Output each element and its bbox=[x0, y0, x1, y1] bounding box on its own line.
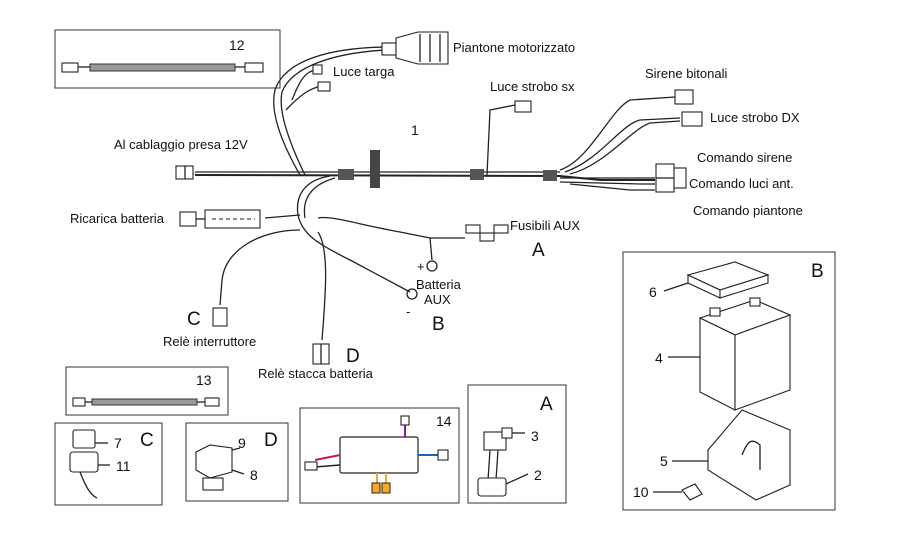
part-number-11: 11 bbox=[116, 458, 131, 474]
part-number-8: 8 bbox=[250, 467, 258, 483]
main-harness bbox=[175, 31, 703, 365]
fuse-module-box bbox=[299, 407, 460, 504]
label-aux: AUX bbox=[424, 292, 451, 307]
part-number-6: 6 bbox=[649, 284, 657, 300]
label-rele-stacca: Relè stacca batteria bbox=[258, 366, 374, 381]
fuse-holder-a-box bbox=[467, 384, 567, 504]
cable-12-box bbox=[54, 29, 281, 89]
part-number-2: 2 bbox=[534, 467, 542, 483]
label-minus: - bbox=[406, 304, 410, 319]
label-strobo-sx: Luce strobo sx bbox=[490, 79, 575, 94]
part-number-7: 7 bbox=[114, 435, 122, 451]
letter-a-main: A bbox=[532, 240, 545, 261]
letter-c-box: C bbox=[140, 430, 154, 451]
label-comando-sirene: Comando sirene bbox=[697, 150, 792, 165]
part-number-3: 3 bbox=[531, 428, 539, 444]
label-comando-luci: Comando luci ant. bbox=[689, 176, 794, 191]
letter-b-main: B bbox=[432, 314, 445, 335]
part-number-1: 1 bbox=[411, 122, 419, 138]
letter-b-box: B bbox=[811, 261, 824, 282]
letter-d-main: D bbox=[346, 346, 360, 367]
part-number-4: 4 bbox=[655, 350, 663, 366]
part-number-13: 13 bbox=[196, 372, 212, 388]
labels: Piantone motorizzato Luce targa Luce str… bbox=[70, 40, 803, 381]
label-rele-interr: Relè interruttore bbox=[163, 334, 256, 349]
piantone-connector bbox=[381, 31, 449, 65]
part-number-9: 9 bbox=[238, 435, 246, 451]
label-ricarica: Ricarica batteria bbox=[70, 211, 165, 226]
part-number-12: 12 bbox=[229, 37, 245, 53]
cable-13-box bbox=[65, 366, 229, 416]
label-cablaggio: Al cablaggio presa 12V bbox=[114, 137, 248, 152]
label-comando-piantone: Comando piantone bbox=[693, 203, 803, 218]
label-fusibili: Fusibili AUX bbox=[510, 218, 580, 233]
relay-d-box bbox=[185, 422, 289, 502]
part-number-10: 10 bbox=[633, 484, 649, 500]
label-piantone: Piantone motorizzato bbox=[453, 40, 575, 55]
label-strobo-dx: Luce strobo DX bbox=[710, 110, 800, 125]
label-sirene: Sirene bitonali bbox=[645, 66, 727, 81]
label-plus: + bbox=[417, 259, 425, 274]
letter-c-main: C bbox=[187, 309, 201, 330]
part-number-14: 14 bbox=[436, 413, 452, 429]
letter-a-box: A bbox=[540, 394, 553, 415]
part-numbers: 1 2 3 4 5 6 7 8 9 10 11 12 13 14 bbox=[114, 37, 668, 500]
relay-c-box bbox=[54, 422, 163, 506]
letter-d-box: D bbox=[264, 430, 278, 451]
battery-b-box bbox=[622, 251, 836, 511]
part-number-5: 5 bbox=[660, 453, 668, 469]
reference-letters: A B C D B A C D bbox=[140, 240, 824, 451]
label-batteria: Batteria bbox=[416, 277, 462, 292]
label-luce-targa: Luce targa bbox=[333, 64, 395, 79]
